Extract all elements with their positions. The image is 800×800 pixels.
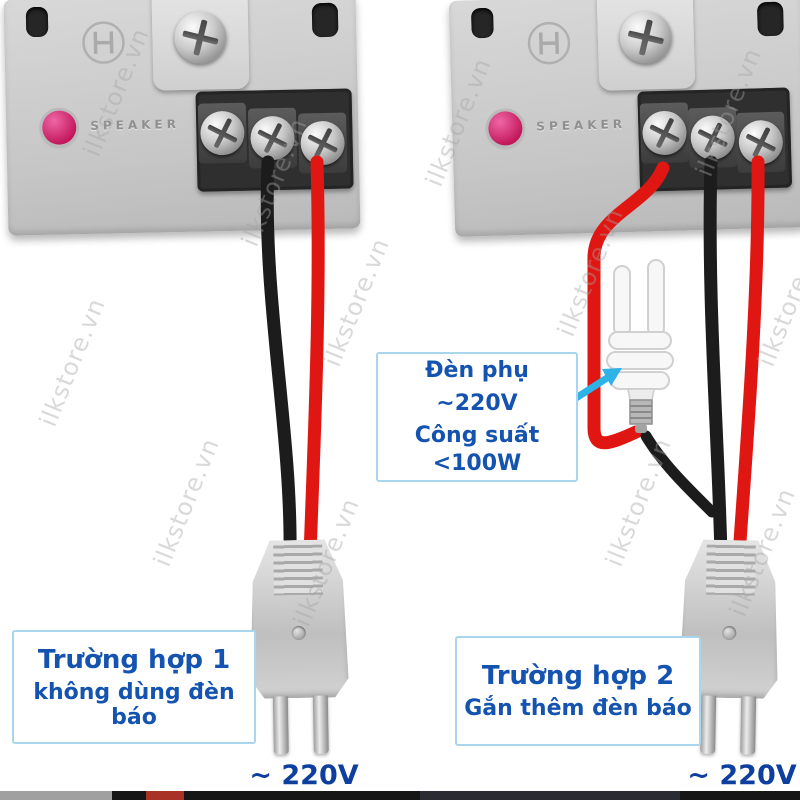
lamp-note-line2: ~220V [436, 390, 518, 416]
plug-ridges [272, 544, 323, 596]
watermark-text: ilkstore.vn [600, 433, 677, 571]
watermark-text: ilkstore.vn [752, 233, 800, 371]
terminal-pad [247, 107, 298, 169]
strip-segment [146, 791, 184, 800]
plug-prong [272, 696, 289, 755]
terminal-screw-icon [300, 120, 346, 166]
mount-hole-icon [25, 6, 49, 38]
case1-subtitle: không dùng đèn báo [33, 679, 235, 730]
mount-hole-icon [311, 2, 339, 38]
cfl-indicator-bulb [602, 256, 680, 442]
chime-unit-right: SPEAKER [448, 0, 800, 237]
watermark-text: ilkstore.vn [318, 233, 395, 371]
plug-ridges [705, 544, 756, 596]
terminal-screw-icon [690, 115, 736, 161]
wire-black-lamp-lead [640, 430, 718, 518]
terminal-pad [197, 102, 248, 164]
speaker-label: SPEAKER [536, 117, 627, 134]
case2-subtitle: Gắn thêm đèn báo [464, 696, 692, 721]
brand-logo-icon [82, 21, 125, 64]
chime-unit-left: SPEAKER [3, 0, 361, 236]
screw-housing [596, 0, 696, 91]
brand-logo-icon [80, 19, 127, 66]
watermark-text: ilkstore.vn [148, 433, 225, 571]
strip-segment [0, 791, 112, 800]
plug-prong [312, 695, 329, 754]
terminal-pad [639, 102, 690, 164]
case2-note-box: Trường hợp 2 Gắn thêm đèn báo [455, 636, 701, 746]
brand-logo-icon [525, 20, 572, 67]
terminal-pad [298, 112, 348, 174]
mount-screw-icon [173, 11, 227, 65]
lamp-note-box: Đèn phụ ~220V Công suất <100W [376, 352, 578, 482]
power-plug-left [248, 539, 350, 757]
case1-note-box: Trường hợp 1 không dùng đèn báo [12, 630, 256, 744]
plug-prong [740, 696, 757, 755]
mount-screw-icon [619, 10, 673, 65]
watermark-text: ilkstore.vn [34, 293, 111, 431]
cfl-bulb-icon [606, 259, 674, 433]
lamp-note-line3: Công suất <100W [414, 423, 540, 476]
speaker-button [41, 110, 77, 145]
terminal-screw-icon [199, 110, 245, 156]
terminal-pad [736, 111, 786, 173]
terminal-block [195, 88, 354, 192]
terminal-screw-icon [641, 110, 688, 156]
terminal-screw-icon [738, 119, 784, 165]
voltage-label-left: ~ 220V [249, 760, 359, 791]
mount-hole-icon [470, 7, 494, 39]
brand-logo-icon [527, 21, 571, 65]
screw-housing [151, 0, 250, 91]
speaker-button [487, 110, 523, 146]
lamp-note-line1: Đèn phụ [425, 358, 529, 383]
terminal-screw-icon [250, 115, 295, 161]
speaker-label: SPEAKER [90, 117, 181, 133]
voltage-label-right: ~ 220V [687, 760, 797, 791]
case2-title: Trường hợp 2 [481, 661, 675, 691]
bottom-image-strip [0, 791, 800, 800]
strip-segment [420, 791, 680, 800]
case1-title: Trường hợp 1 [37, 644, 231, 675]
terminal-block [637, 87, 793, 192]
terminal-pad [687, 106, 738, 169]
mount-hole-icon [756, 1, 784, 37]
plug-prong [700, 695, 717, 754]
